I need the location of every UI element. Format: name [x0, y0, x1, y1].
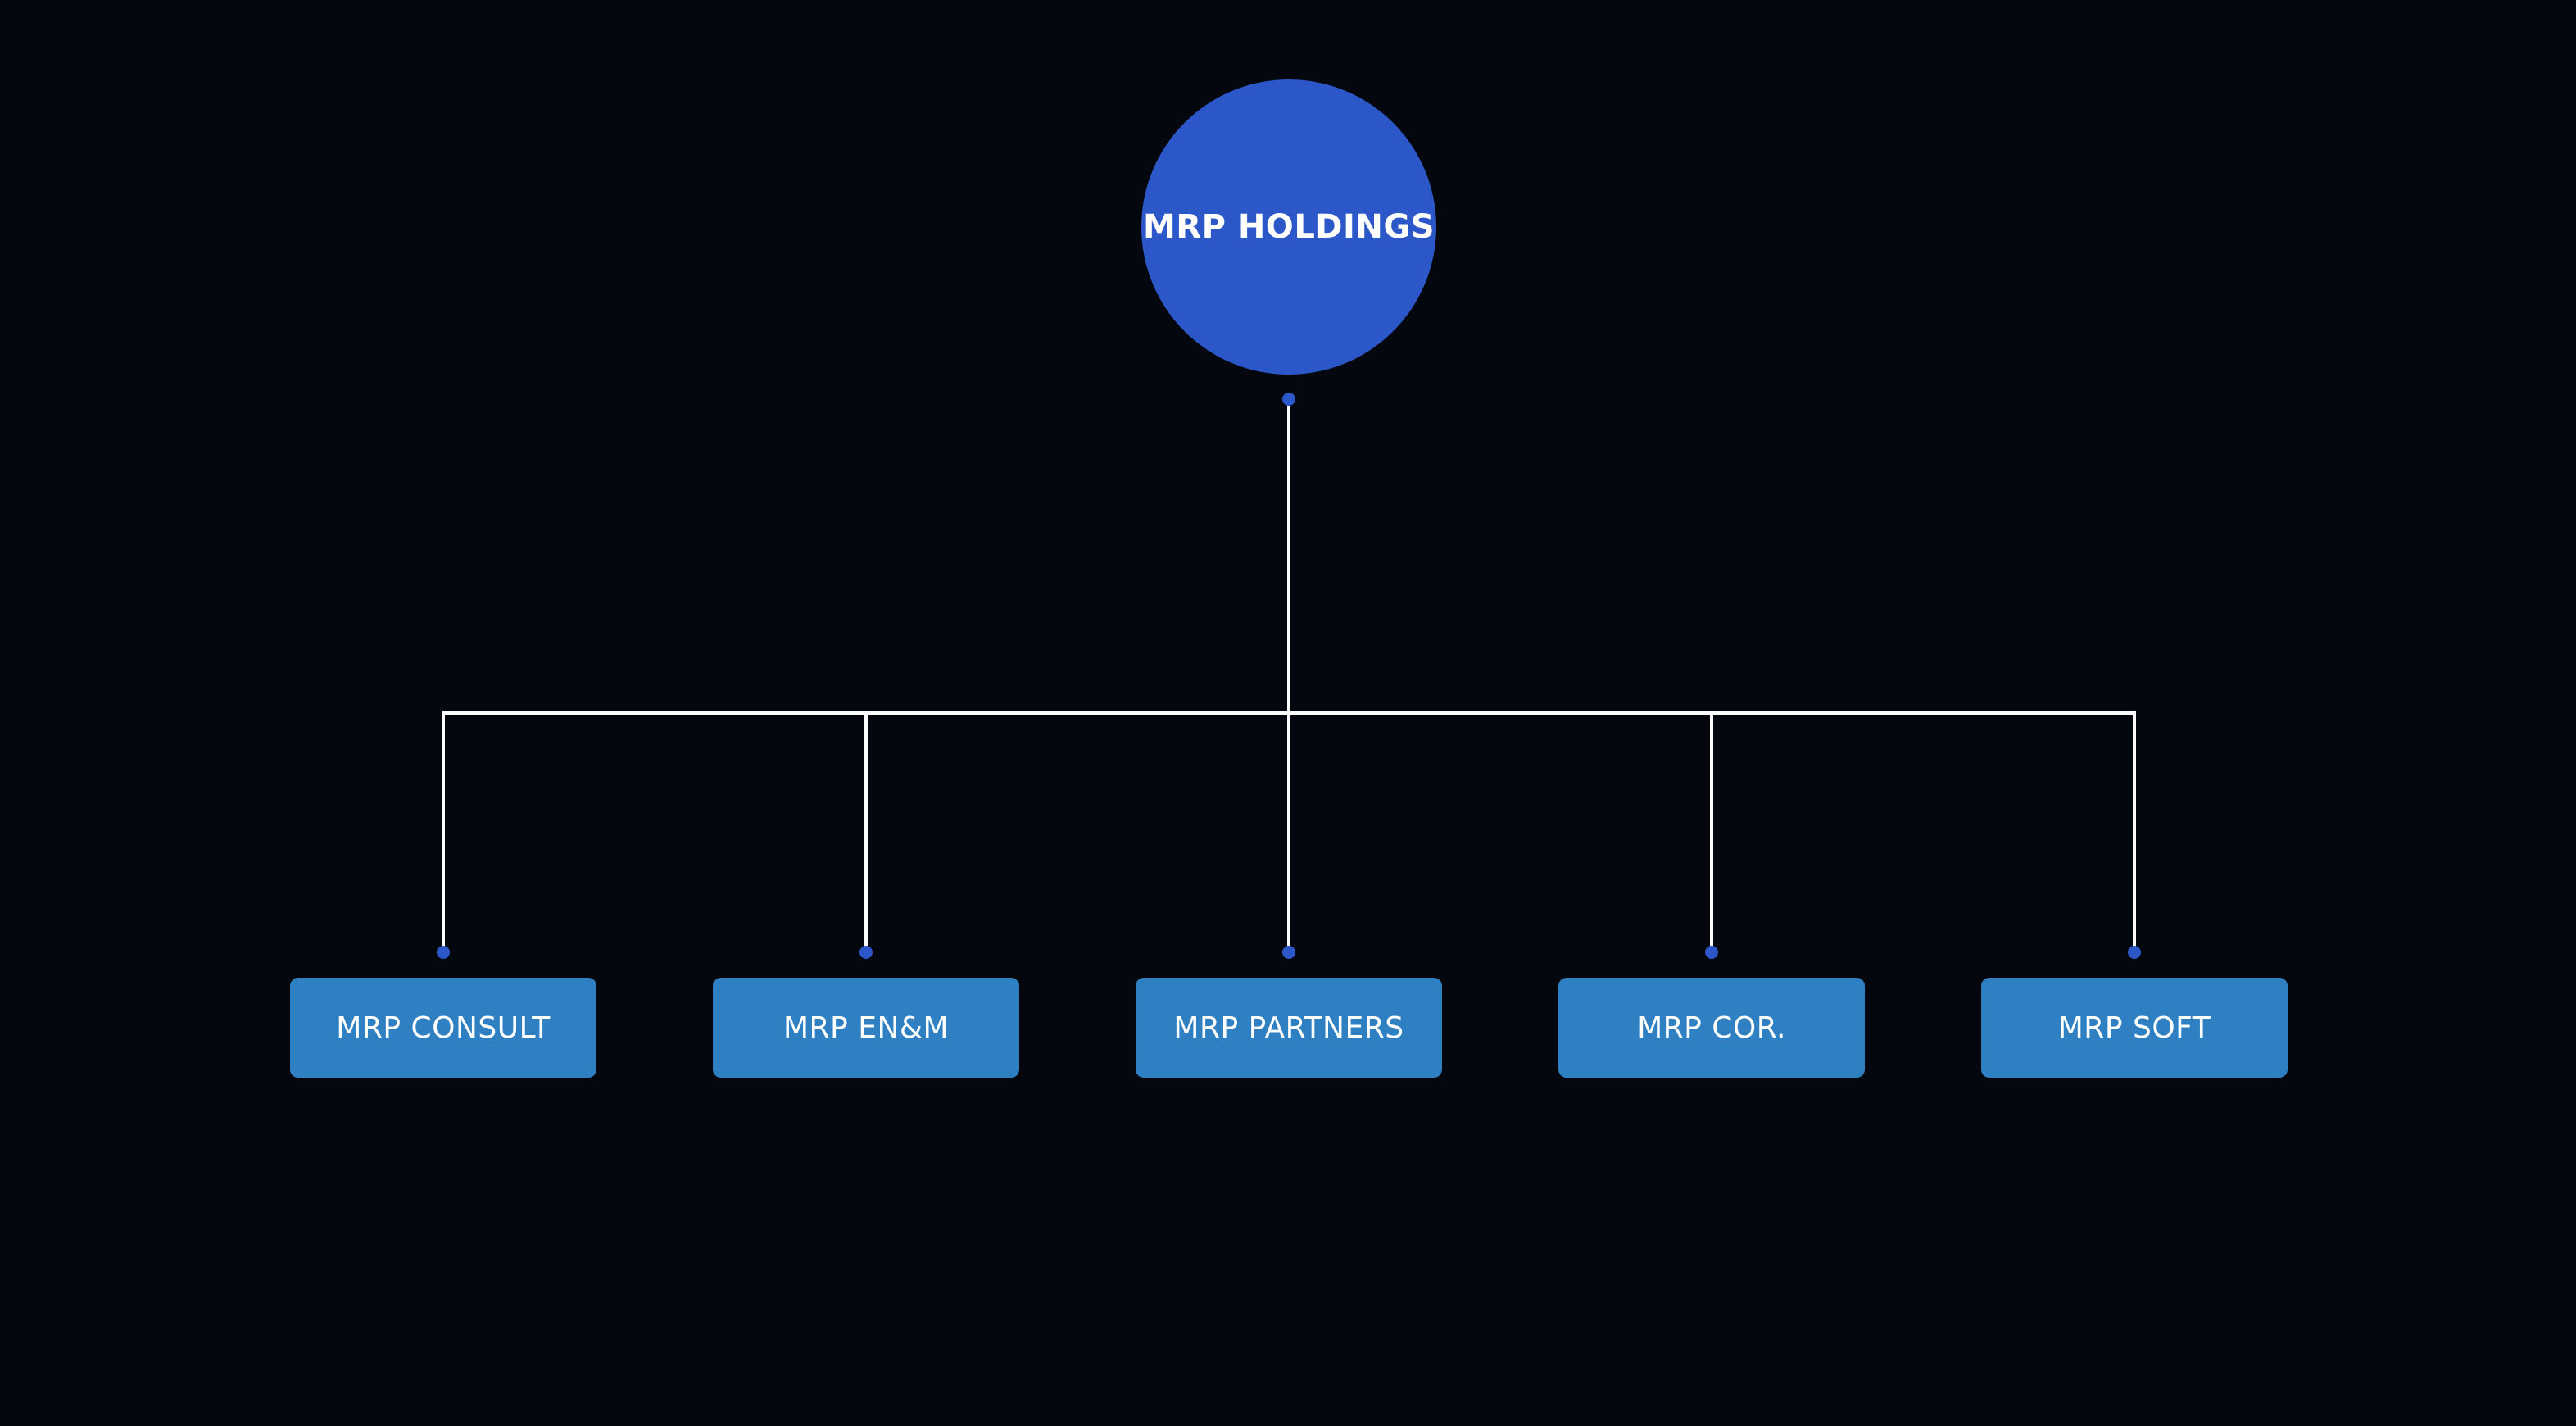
connector-branch-1	[442, 711, 445, 954]
connector-root-trunk	[1287, 399, 1290, 715]
node-mrp-enm[interactable]: MRP EN&M	[713, 978, 1019, 1078]
node-label: MRP COR.	[1637, 1010, 1786, 1045]
node-label: MRP EN&M	[782, 1010, 950, 1045]
port-dot-soft	[2128, 946, 2141, 959]
port-dot-enm	[859, 946, 873, 959]
node-mrp-holdings[interactable]: MRP HOLDINGS	[1141, 79, 1436, 375]
connector-branch-3	[1287, 711, 1290, 954]
port-dot-root	[1282, 393, 1295, 406]
node-label: MRP PARTNERS	[1173, 1010, 1404, 1045]
node-mrp-partners[interactable]: MRP PARTNERS	[1136, 978, 1442, 1078]
port-dot-cor	[1705, 946, 1718, 959]
port-dot-consult	[437, 946, 450, 959]
node-label: MRP SOFT	[2057, 1010, 2211, 1045]
node-mrp-consult[interactable]: MRP CONSULT	[290, 978, 596, 1078]
node-label: MRP HOLDINGS	[1142, 208, 1435, 246]
node-label: MRP CONSULT	[336, 1010, 551, 1045]
node-mrp-cor[interactable]: MRP COR.	[1558, 978, 1865, 1078]
port-dot-partners	[1282, 946, 1295, 959]
node-mrp-soft[interactable]: MRP SOFT	[1981, 978, 2288, 1078]
connector-branch-5	[2133, 711, 2136, 954]
connector-branch-2	[864, 711, 868, 954]
connector-branch-4	[1710, 711, 1713, 954]
